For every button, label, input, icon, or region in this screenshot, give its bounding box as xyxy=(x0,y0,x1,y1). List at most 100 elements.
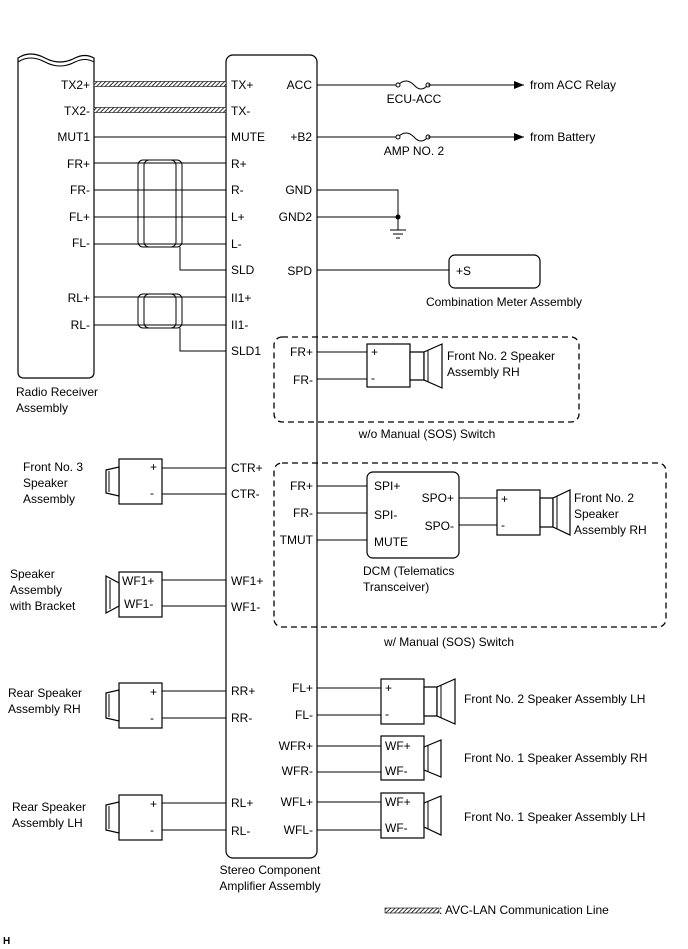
wo-speaker-minus: - xyxy=(371,371,375,385)
radio-pin-frm: FR- xyxy=(70,183,90,197)
w-speaker-name-line3: Assembly RH xyxy=(574,523,647,537)
bracket-name-line3: with Bracket xyxy=(9,599,76,613)
avc-lan-legend-swatch xyxy=(384,907,440,914)
speaker-with-bracket: WF1+ WF1- Speaker Assembly with Bracket xyxy=(9,567,226,618)
rear-lh-minus: - xyxy=(150,823,154,837)
amp-pin-wf1m: WF1- xyxy=(231,600,260,614)
front2-lh-plus: + xyxy=(385,681,392,695)
w-sos-caption: w/ Manual (SOS) Switch xyxy=(383,635,514,649)
stereo-component-amplifier: TX+ TX- MUTE R+ R- L+ L- SLD II1+ II1- S… xyxy=(219,54,321,893)
ground-icon xyxy=(390,229,406,239)
dcm-pin-spip: SPI+ xyxy=(374,479,400,493)
amp-pin-tx2m: TX- xyxy=(231,104,250,118)
w-speaker-plus: + xyxy=(501,492,508,506)
dcm-pin-spop: SPO+ xyxy=(422,491,454,505)
wo-sos-caption: w/o Manual (SOS) Switch xyxy=(358,427,496,441)
radio-name-line2: Assembly xyxy=(16,401,68,415)
front1-rh-pin1: WF+ xyxy=(385,739,411,753)
fuse-amp-no2: AMP NO. 2 xyxy=(384,144,445,158)
front3-name-line1: Front No. 3 xyxy=(23,460,83,474)
amp-pin-tx2p: TX+ xyxy=(231,78,253,92)
radio-name-line1: Radio Receiver xyxy=(16,385,98,399)
radio-pin-frp: FR+ xyxy=(67,157,90,171)
w-speaker-name-line2: Speaker xyxy=(574,507,619,521)
speaker-cone-icon xyxy=(105,689,120,722)
speaker-cone-icon xyxy=(423,739,442,778)
rear-rh-minus: - xyxy=(150,711,154,725)
radio-pin-mut1: MUT1 xyxy=(57,130,90,144)
amp-pin-wflp: WFL+ xyxy=(281,795,313,809)
rear-speaker-rh: + - Rear Speaker Assembly RH xyxy=(8,682,226,729)
w-speaker-minus: - xyxy=(501,518,505,532)
bracket-pin2: WF1- xyxy=(124,597,153,611)
dcm-pin-mute: MUTE xyxy=(374,535,408,549)
amp-pin-frm-w: FR- xyxy=(293,506,313,520)
amp-pin-wfrm: WFR- xyxy=(282,764,313,778)
front-no3-speaker: + - Front No. 3 Speaker Assembly xyxy=(23,458,226,506)
dcm-pin-spom: SPO- xyxy=(425,519,454,533)
meter-pin: +S xyxy=(456,264,471,278)
shield-rear xyxy=(137,293,226,352)
amp-pin-acc: ACC xyxy=(287,78,313,92)
w-sos-switch-group: SPI+ SPI- MUTE SPO+ SPO- DCM (Telematics… xyxy=(273,462,667,649)
amp-pin-frp-wo: FR+ xyxy=(290,345,313,359)
amp-name-line2: Amplifier Assembly xyxy=(219,879,320,893)
amp-pin-lm: L- xyxy=(231,237,242,251)
front-no1-speaker-lh: WF+ WF- Front No. 1 Speaker Assembly LH xyxy=(317,792,645,839)
wo-speaker-name-line2: Assembly RH xyxy=(447,365,520,379)
bracket-pin1: WF1+ xyxy=(122,574,154,588)
amp-pin-lp: L+ xyxy=(231,210,245,224)
rear-speaker-lh: + - Rear Speaker Assembly LH xyxy=(12,794,226,841)
amp-pin-wflm: WFL- xyxy=(284,823,313,837)
wo-sos-switch-group: + - Front No. 2 Speaker Assembly RH w/o … xyxy=(273,336,580,441)
power-circuit: ECU-ACC from ACC Relay AMP NO. 2 from Ba… xyxy=(317,78,616,239)
amp-pin-ctrm: CTR- xyxy=(231,487,260,501)
amp-pin-gnd: GND xyxy=(285,183,312,197)
speaker-cone-icon xyxy=(552,489,571,536)
from-acc-relay: from ACC Relay xyxy=(530,78,616,92)
speaker-cone-icon xyxy=(105,574,120,615)
front3-minus: - xyxy=(150,486,154,500)
dcm-pin-spim: SPI- xyxy=(374,508,397,522)
corner-mark: H xyxy=(3,936,10,947)
rear-rh-name-line2: Assembly RH xyxy=(8,702,81,716)
combination-meter: +S Combination Meter Assembly xyxy=(317,254,582,309)
amp-pin-rrp: RR+ xyxy=(231,684,255,698)
front3-name-line3: Assembly xyxy=(23,492,75,506)
speaker-cone-icon xyxy=(105,801,120,834)
amp-pin-frp-w: FR+ xyxy=(290,479,313,493)
legend: : AVC-LAN Communication Line xyxy=(384,903,609,917)
amp-pin-b2: +B2 xyxy=(290,130,312,144)
amp-name-line1: Stereo Component xyxy=(220,863,321,877)
from-battery: from Battery xyxy=(530,130,595,144)
front1-rh-name: Front No. 1 Speaker Assembly RH xyxy=(464,751,647,765)
speaker-cone-icon xyxy=(436,678,456,725)
amp-pin-spd: SPD xyxy=(287,264,312,278)
amp-pin-wf1p: WF1+ xyxy=(231,574,263,588)
wo-speaker-plus: + xyxy=(371,345,378,359)
front1-lh-name: Front No. 1 Speaker Assembly LH xyxy=(464,810,645,824)
front3-name-line2: Speaker xyxy=(23,476,68,490)
rear-lh-name-line2: Assembly LH xyxy=(12,816,83,830)
amp-pin-tmut: TMUT xyxy=(280,533,314,547)
speaker-cone-icon xyxy=(423,343,443,389)
front1-rh-pin2: WF- xyxy=(385,764,408,778)
radio-pin-tx2m: TX2- xyxy=(64,104,90,118)
amp-pin-sld1: SLD1 xyxy=(231,344,261,358)
speaker-cone-icon xyxy=(105,466,120,497)
amp-pin-rrm: RR- xyxy=(231,711,252,725)
meter-name: Combination Meter Assembly xyxy=(426,295,582,309)
avc-lan-line-tx-minus xyxy=(93,107,227,113)
radio-pin-tx2p: TX2+ xyxy=(61,78,90,92)
front3-plus: + xyxy=(150,460,157,474)
radio-receiver-assembly: TX2+ TX2- MUT1 FR+ FR- FL+ FL- RL+ RL- R… xyxy=(16,53,98,415)
bracket-name-line1: Speaker xyxy=(10,567,55,581)
amp-pin-sld: SLD xyxy=(231,263,255,277)
amp-pin-rp: R+ xyxy=(231,157,247,171)
dcm-name-line1: DCM (Telematics xyxy=(363,564,454,578)
dcm-name-line2: Transceiver) xyxy=(363,580,429,594)
radio-pin-flm: FL- xyxy=(72,236,90,250)
amp-pin-rm: R- xyxy=(231,183,244,197)
speaker-cone-icon xyxy=(423,795,442,836)
